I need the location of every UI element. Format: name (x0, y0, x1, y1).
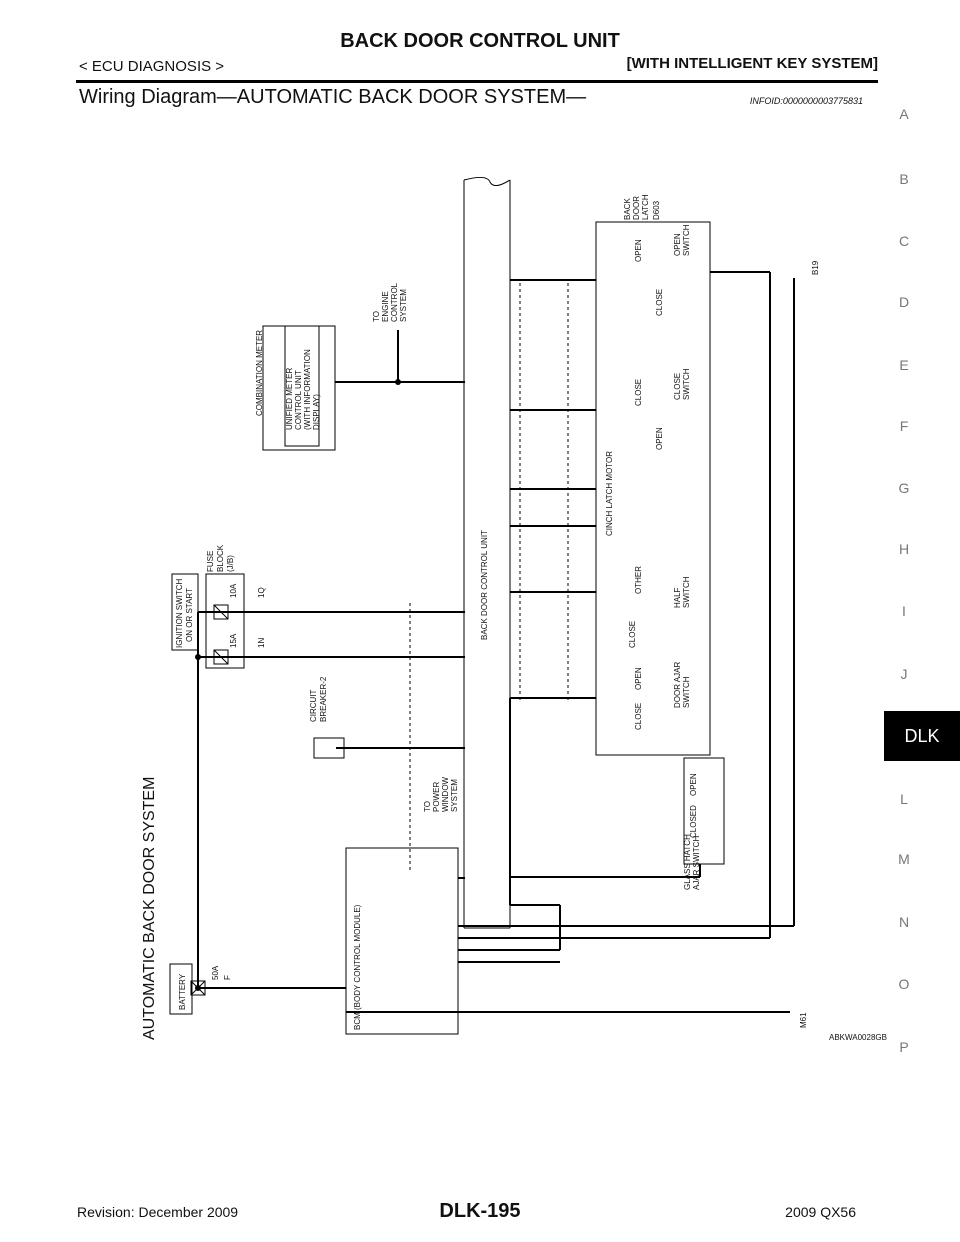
to-engine-4: SYSTEM (399, 289, 408, 322)
side-index-e[interactable]: E (899, 357, 909, 373)
to-power-window-1: TO (423, 801, 432, 812)
fuse-block-label-1: FUSE (206, 551, 215, 572)
umcu-label-1: UNIFIED METER (285, 368, 294, 430)
side-index-l[interactable]: L (900, 791, 908, 807)
umcu-label-4: DISPLAY) (312, 394, 321, 430)
battery-box (169, 963, 193, 1015)
ground-m61: M61 (799, 1012, 808, 1028)
open-switch-open: OPEN (634, 239, 643, 262)
latch-label-3: LATCH (641, 194, 650, 220)
close-switch-open: OPEN (655, 427, 664, 450)
section-title: Wiring Diagram—AUTOMATIC BACK DOOR SYSTE… (79, 86, 587, 108)
unified-meter-box (284, 325, 320, 447)
side-index-m[interactable]: M (898, 851, 910, 867)
header-rule (76, 80, 878, 83)
footer-model: 2009 QX56 (785, 1204, 856, 1220)
side-index-d[interactable]: D (898, 294, 910, 310)
close-switch-label-1: CLOSE (673, 373, 682, 400)
umcu-label-2: CONTROL UNIT (294, 370, 303, 430)
footer-revision: Revision: December 2009 (77, 1204, 239, 1220)
side-index-a[interactable]: A (899, 106, 909, 122)
system-title: AUTOMATIC BACK DOOR SYSTEM (141, 777, 158, 1040)
info-id: INFOID:0000000003775831 (749, 96, 863, 106)
figure-id: ABKWA0028GB (829, 1033, 887, 1042)
half-switch-label-2: SWITCH (682, 576, 691, 608)
glass-hatch-open: OPEN (689, 773, 698, 796)
latch-label-2: DOOR (632, 196, 641, 220)
header-variant: [WITH INTELLIGENT KEY SYSTEM] (626, 55, 878, 72)
breaker-label-2: BREAKER-2 (319, 676, 328, 722)
bcm-label: BCM (BODY CONTROL MODULE) (353, 904, 362, 1030)
fuse-block-label-2: BLOCK (216, 544, 225, 572)
side-index-i[interactable]: I (902, 603, 906, 619)
side-index-dlk-tab[interactable]: DLK (884, 711, 960, 761)
open-switch-close: CLOSE (655, 289, 664, 316)
side-index-j[interactable]: J (900, 666, 908, 682)
fuse-block-pin-left: 1N (257, 638, 266, 648)
to-power-window-3: WINDOW (441, 776, 450, 812)
ignition-switch-sub: ON OR START (185, 588, 194, 642)
diagram-boxes (169, 221, 725, 1035)
page-header-title: BACK DOOR CONTROL UNIT (340, 30, 620, 52)
footer-page-number: DLK-195 (439, 1200, 521, 1222)
fuse-block-box (205, 573, 245, 669)
fuse-10a-label: 10A (229, 583, 238, 598)
side-index-p[interactable]: P (899, 1039, 909, 1055)
side-index-b[interactable]: B (899, 171, 909, 187)
close-switch-close: CLOSE (634, 379, 643, 406)
half-switch-label-1: HALF (673, 587, 682, 608)
to-power-window-2: POWER (432, 782, 441, 812)
battery-label: BATTERY (178, 973, 187, 1010)
glass-hatch-label-2: AJAR SWITCH (692, 836, 701, 890)
splices (195, 379, 401, 991)
fuse-50a-id: F (223, 975, 232, 980)
half-other: OTHER (634, 566, 643, 594)
fuse-block-label-3: (J/B) (226, 555, 235, 572)
door-ajar-label-1: DOOR AJAR (673, 662, 682, 708)
wires (197, 271, 795, 1013)
glass-hatch-closed: CLOSED (689, 805, 698, 838)
fuse-block-pin-right: 1Q (257, 587, 266, 598)
bdcu-label: BACK DOOR CONTROL UNIT (480, 530, 489, 640)
header-section: < ECU DIAGNOSIS > (79, 58, 225, 75)
half-close: CLOSE (628, 621, 637, 648)
fuse-symbols (190, 604, 229, 996)
to-engine-3: CONTROL (390, 282, 399, 322)
ground-b19: B19 (811, 260, 820, 275)
door-ajar-open: OPEN (634, 667, 643, 690)
side-index-h[interactable]: H (898, 541, 910, 557)
bcm-box (345, 847, 459, 1035)
glass-hatch-box (683, 757, 725, 865)
fuse-15a-label: 15A (229, 633, 238, 648)
close-switch-label-2: SWITCH (682, 368, 691, 400)
to-power-window-4: SYSTEM (450, 779, 459, 812)
breaker-label-1: CIRCUIT (309, 689, 318, 722)
door-ajar-close: CLOSE (634, 703, 643, 730)
side-index-o[interactable]: O (898, 976, 910, 992)
side-index-n[interactable]: N (898, 914, 910, 930)
to-engine-2: ENGINE (381, 291, 390, 322)
open-switch-label-2: SWITCH (682, 224, 691, 256)
latch-conn: D603 (652, 200, 661, 220)
latch-label-1: BACK (623, 198, 632, 220)
diagram-labels: AUTOMATIC BACK DOOR SYSTEM BATTERY 50A F… (141, 194, 887, 1042)
dashed-links (409, 280, 569, 870)
side-index-f[interactable]: F (899, 418, 909, 434)
open-switch-label-1: OPEN (673, 233, 682, 256)
door-ajar-label-2: SWITCH (682, 676, 691, 708)
fuse-50a-label: 50A (211, 965, 220, 980)
glass-hatch-label-1: GLASS HATCH (683, 834, 692, 890)
side-index-g[interactable]: G (898, 480, 910, 496)
ignition-switch-label: IGNITION SWITCH (175, 578, 184, 648)
to-engine-1: TO (372, 311, 381, 322)
side-index-c[interactable]: C (898, 233, 910, 249)
cinch-motor-label: CINCH LATCH MOTOR (605, 451, 614, 536)
combination-meter-label: COMBINATION METER (255, 330, 264, 416)
umcu-label-3: (WITH INFORMATION (303, 349, 312, 430)
